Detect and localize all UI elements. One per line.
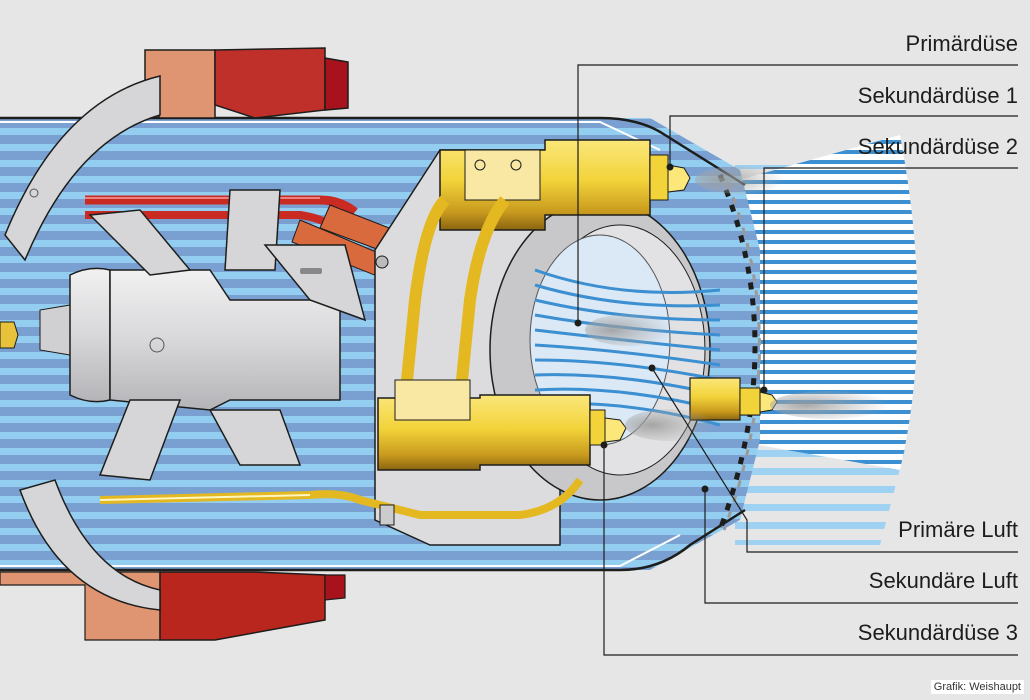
primary-spray [585, 314, 675, 346]
leader-primaere-luft [651, 367, 1018, 553]
upper-block [464, 149, 541, 201]
fin-upper-left [88, 209, 192, 276]
fin-upper [224, 189, 281, 271]
ignition-cable-1 [85, 195, 358, 216]
flange-bottom [0, 571, 346, 641]
right-lance [689, 377, 741, 421]
secondary-spray-3 [625, 409, 715, 441]
air-tube-outline-top [0, 116, 746, 187]
secondary-spray-2 [770, 391, 890, 419]
leader-primaerduese [577, 64, 1018, 323]
fin-lower-left [98, 399, 182, 481]
leader-lines [577, 64, 1018, 656]
nozzle-body [0, 189, 367, 481]
label-sekundaerduese-2: Sekundärdüse 2 [857, 134, 1018, 159]
fuel-line [99, 477, 584, 519]
secondary-spray-1 [695, 166, 785, 194]
label-primaere-luft: Primäre Luft [898, 517, 1018, 542]
fin-lower [208, 409, 302, 466]
image-credit: Grafik: Weishaupt [930, 680, 1024, 694]
leader-dots [574, 163, 768, 493]
leader-sekundaere-luft [704, 489, 1018, 604]
label-sekundaerduese-1: Sekundärdüse 1 [857, 83, 1018, 108]
leader-sekundaerduese-2 [763, 167, 1018, 390]
fin-right [263, 244, 367, 322]
retainer-arc-bottom [19, 479, 161, 611]
retainer-arc-top [4, 75, 161, 262]
air-tube-outline-bottom [0, 508, 746, 572]
label-primaerduese: Primärdüse [905, 31, 1018, 56]
flange-top [144, 47, 349, 119]
label-sekundaere-luft: Sekundäre Luft [868, 568, 1018, 593]
leader-sekundaerduese-3 [603, 445, 1018, 656]
oil-lances [99, 139, 778, 526]
leader-sekundaerduese-1 [669, 115, 1018, 167]
vertical-pipe-2 [454, 196, 510, 401]
label-sekundaerduese-3: Sekundärdüse 3 [857, 620, 1018, 645]
vertical-pipe-1 [399, 195, 450, 401]
